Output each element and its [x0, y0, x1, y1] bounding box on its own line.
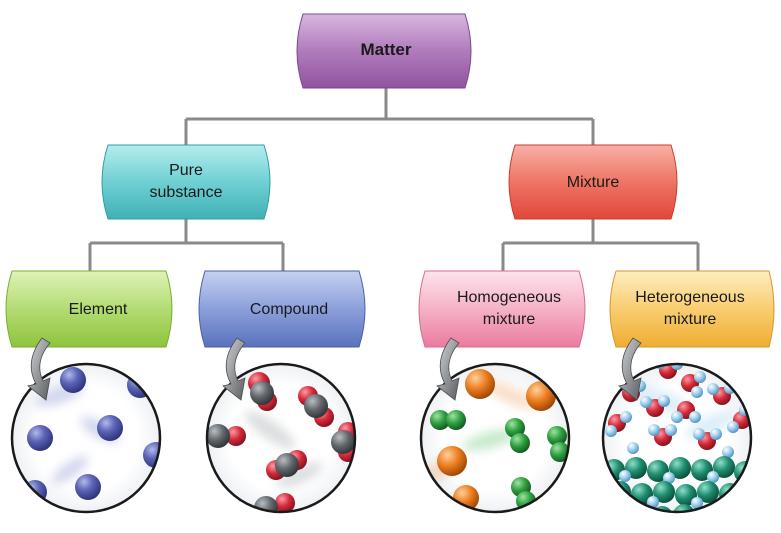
- matter-label: Matter: [360, 40, 411, 59]
- node-mixture: Mixture: [508, 144, 678, 220]
- heterogeneous-label-line1: Heterogeneous: [635, 289, 744, 306]
- pure-substance-label-line1: Pure: [169, 162, 203, 179]
- connector-lines: [88, 88, 700, 271]
- node-pure-substance: Pure substance: [101, 144, 271, 220]
- node-matter: Matter: [296, 13, 472, 89]
- homogeneous-label-line2: mixture: [483, 311, 536, 328]
- heterogeneous-label-line2: mixture: [664, 311, 717, 328]
- compound-label: Compound: [250, 301, 328, 318]
- element-particle-view: [10, 337, 162, 514]
- node-compound: Compound: [198, 270, 366, 348]
- heterogeneous-water-molecules: [605, 364, 751, 458]
- element-arrow-icon: [27, 337, 51, 401]
- homogeneous-label-line1: Homogeneous: [457, 289, 561, 306]
- node-heterogeneous-mixture: Heterogeneous mixture: [609, 270, 775, 348]
- compound-molecules: [207, 372, 355, 512]
- compound-arrow-icon: [222, 337, 246, 401]
- node-element: Element: [5, 270, 173, 348]
- homogeneous-arrow-icon: [436, 337, 460, 401]
- element-label: Element: [69, 301, 128, 318]
- homogeneous-particle-view: [419, 337, 571, 514]
- mixture-label: Mixture: [567, 174, 620, 191]
- node-homogeneous-mixture: Homogeneous mixture: [418, 270, 586, 348]
- compound-particle-view: [205, 337, 357, 514]
- pure-substance-label-line2: substance: [150, 184, 223, 201]
- heterogeneous-arrow-icon: [618, 337, 642, 401]
- heterogeneous-particle-view: [601, 337, 753, 514]
